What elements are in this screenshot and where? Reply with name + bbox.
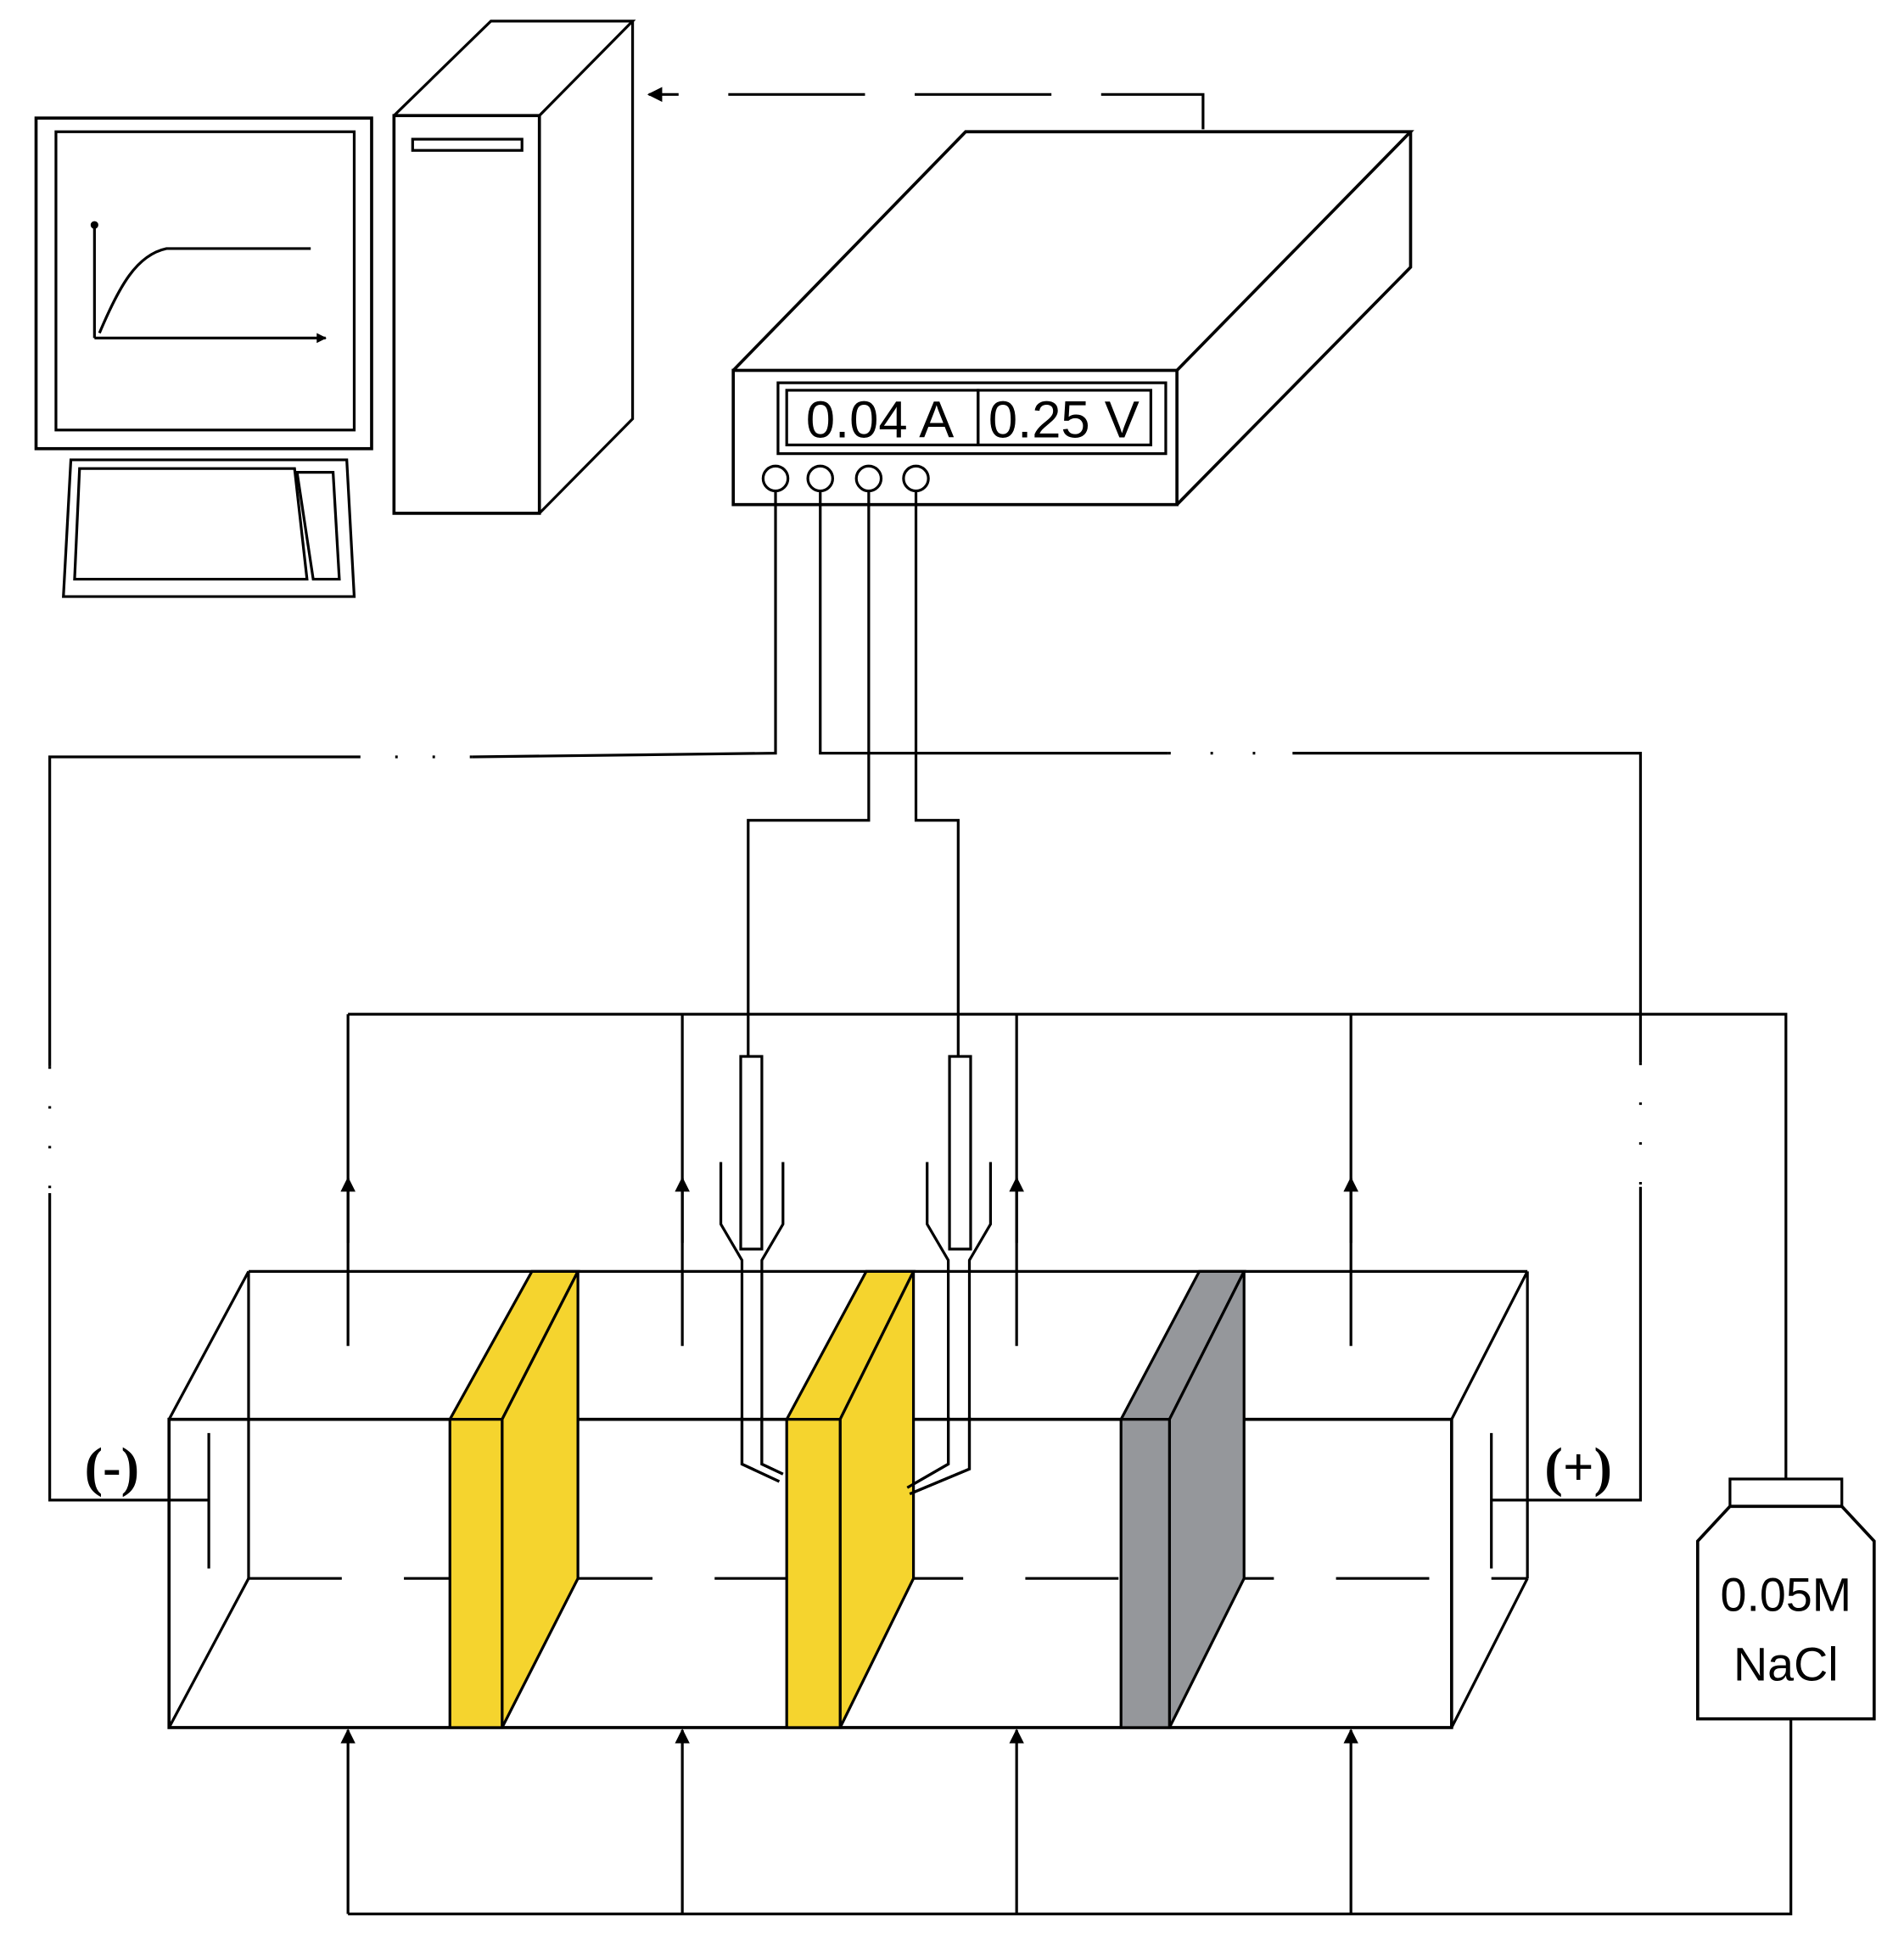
reference-electrode-left (719, 1055, 785, 1483)
reference-wire-left (747, 490, 871, 1057)
terminal-1 (761, 464, 790, 493)
membrane-2-yellow (784, 1269, 916, 1729)
data-link-arrow (647, 87, 1205, 130)
terminal-4 (902, 464, 930, 493)
current-readout: 0.04 A (806, 391, 954, 450)
reservoir-bottle (1695, 1477, 1876, 1721)
membrane-3-gray (1118, 1269, 1246, 1729)
screen-plot-icon (90, 221, 327, 344)
outflow-arrows (340, 1176, 1358, 1243)
terminal-2 (806, 464, 834, 493)
computer-tower (392, 20, 636, 515)
reservoir-concentration: 0.05M (1720, 1568, 1851, 1621)
cathode-label: (-) (85, 1437, 139, 1497)
luggin-tips (740, 1416, 972, 1496)
reference-wire-right (914, 490, 960, 1057)
reservoir-solution: NaCl (1733, 1638, 1839, 1690)
anode-wire (819, 490, 1643, 1502)
monitor (34, 116, 373, 451)
terminal-3 (854, 464, 883, 493)
cathode-electrode (159, 1432, 210, 1569)
voltage-readout: 0.25 V (988, 391, 1140, 450)
keyboard (62, 458, 356, 598)
meter-display: 0.04 A 0.25 V (806, 391, 1140, 450)
potentiostat (731, 130, 1414, 507)
anode-electrode (1490, 1432, 1533, 1569)
membrane-1-yellow (447, 1269, 580, 1729)
inlet-manifold (340, 1718, 1793, 1916)
cathode-wire (48, 490, 777, 1502)
anode-label: (+) (1544, 1437, 1612, 1497)
